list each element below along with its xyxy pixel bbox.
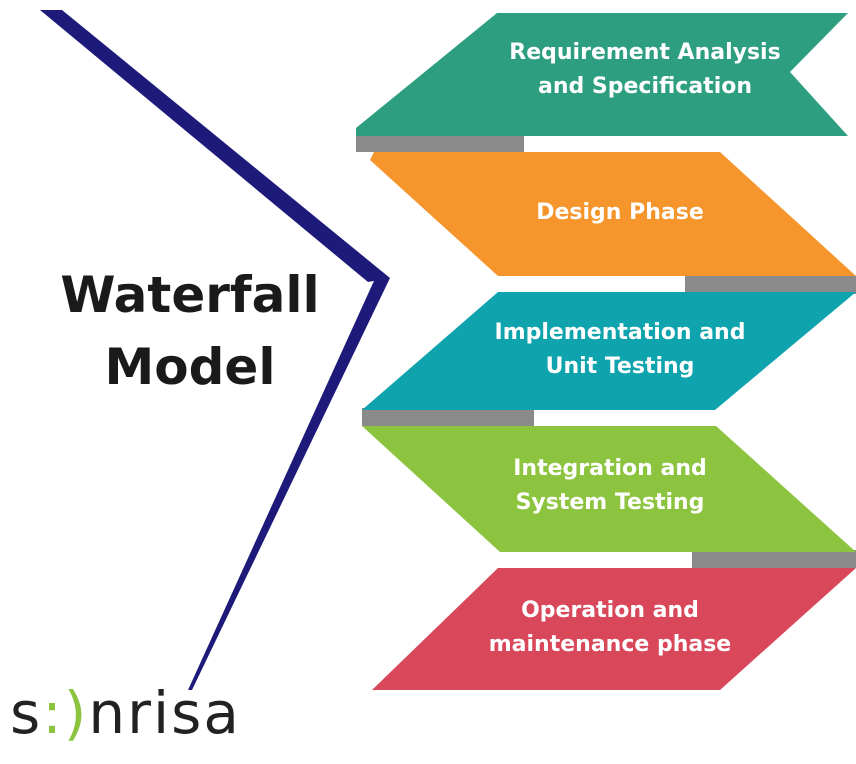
title-line-1: Waterfall: [60, 266, 320, 324]
logo-rest: nrisa: [88, 679, 241, 747]
phase-integration-shape: [362, 426, 856, 552]
phase-integration-line-2: System Testing: [515, 490, 705, 515]
connector-2: [685, 276, 856, 294]
connector-1: [356, 134, 524, 152]
phase-implementation-line-2: Unit Testing: [545, 354, 695, 379]
phase-implementation-line-1: Implementation and: [494, 320, 746, 345]
phase-operation-line-1: Operation and: [521, 598, 699, 623]
phase-implementation-label: Implementation and Unit Testing: [455, 316, 785, 384]
diagonal-line: [40, 10, 390, 282]
phase-operation-shape: [372, 568, 856, 690]
phase-design-label: Design Phase: [455, 196, 785, 230]
phase-implementation-shape: [362, 292, 856, 410]
phase-requirement-line-1: Requirement Analysis: [509, 40, 781, 65]
phase-design-line-1: Design Phase: [536, 200, 704, 225]
phase-integration-label: Integration and System Testing: [445, 452, 775, 520]
title-line-2: Model: [104, 338, 276, 396]
phase-design-shape: [370, 152, 856, 276]
diagonal-line-tail: [188, 272, 390, 690]
phase-requirement-line-2: and Specification: [537, 74, 753, 99]
phase-operation-label: Operation and maintenance phase: [445, 594, 775, 662]
phase-integration-line-1: Integration and: [513, 456, 707, 481]
sinrisa-logo: s:)nrisa: [10, 684, 241, 742]
phase-requirement-label: Requirement Analysis and Specification: [480, 36, 810, 104]
connector-3: [362, 408, 534, 426]
phase-operation-line-2: maintenance phase: [488, 632, 732, 657]
logo-smile: :): [42, 679, 89, 747]
phase-requirement-shape: [356, 13, 848, 136]
connector-4: [692, 550, 856, 568]
logo-s: s: [10, 679, 43, 747]
